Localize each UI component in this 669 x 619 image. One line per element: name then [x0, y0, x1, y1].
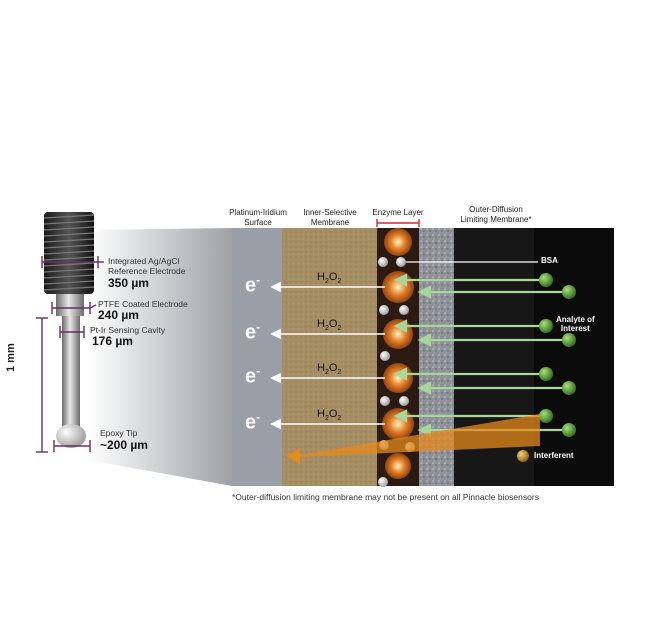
ptir-shaft — [62, 316, 80, 428]
inner-membrane-layer — [282, 228, 377, 486]
bsa-label: BSA — [541, 256, 558, 265]
h2o2-label: H2O2 — [317, 318, 342, 333]
h2o2-label: H2O2 — [317, 271, 342, 286]
outer-membrane-heading: Outer-Diffusion Limiting Membrane* — [460, 205, 532, 224]
footnote: *Outer-diffusion limiting membrane may n… — [232, 492, 539, 502]
epoxy-tip-value: ~200 µm — [100, 438, 148, 452]
electron-label: e- — [245, 364, 261, 388]
enzyme-clusters — [382, 228, 414, 479]
interferent-sphere — [517, 450, 529, 462]
electron-label: e- — [245, 410, 261, 434]
inner-membrane-heading: Inner-Selective Membrane — [303, 208, 357, 227]
epoxy-tip — [56, 424, 86, 448]
platinum-heading: Platinum-Iridium Surface — [229, 208, 287, 227]
electron-label: e- — [245, 320, 261, 344]
ptfe-electrode-label: PTFE Coated Electrode — [98, 299, 188, 309]
electron-label: e- — [245, 273, 261, 297]
zoom-projection — [88, 228, 232, 486]
enzyme-heading: Enzyme Layer — [372, 208, 424, 217]
reference-electrode-value: 350 µm — [108, 276, 149, 290]
analyte-spheres — [539, 273, 576, 437]
epoxy-tip-label: Epoxy Tip — [100, 428, 138, 438]
ptir-cavity-value: 176 µm — [92, 334, 133, 348]
platinum-layer — [232, 228, 282, 486]
length-label: 1 mm — [5, 343, 17, 372]
interferent-arrow — [300, 414, 540, 457]
ptfe-electrode-value: 240 µm — [98, 308, 139, 322]
interferent-label: Interferent — [534, 451, 574, 460]
reference-electrode-label: Integrated Ag/AgCl Reference Electrode — [108, 256, 186, 276]
h2o2-label: H2O2 — [317, 408, 342, 423]
h2o2-label: H2O2 — [317, 362, 342, 377]
ptfe-shaft — [56, 294, 84, 316]
ptir-cavity-label: Pt-Ir Sensing Cavity — [90, 325, 166, 335]
analyte-label: Analyte of Interest — [556, 315, 595, 333]
